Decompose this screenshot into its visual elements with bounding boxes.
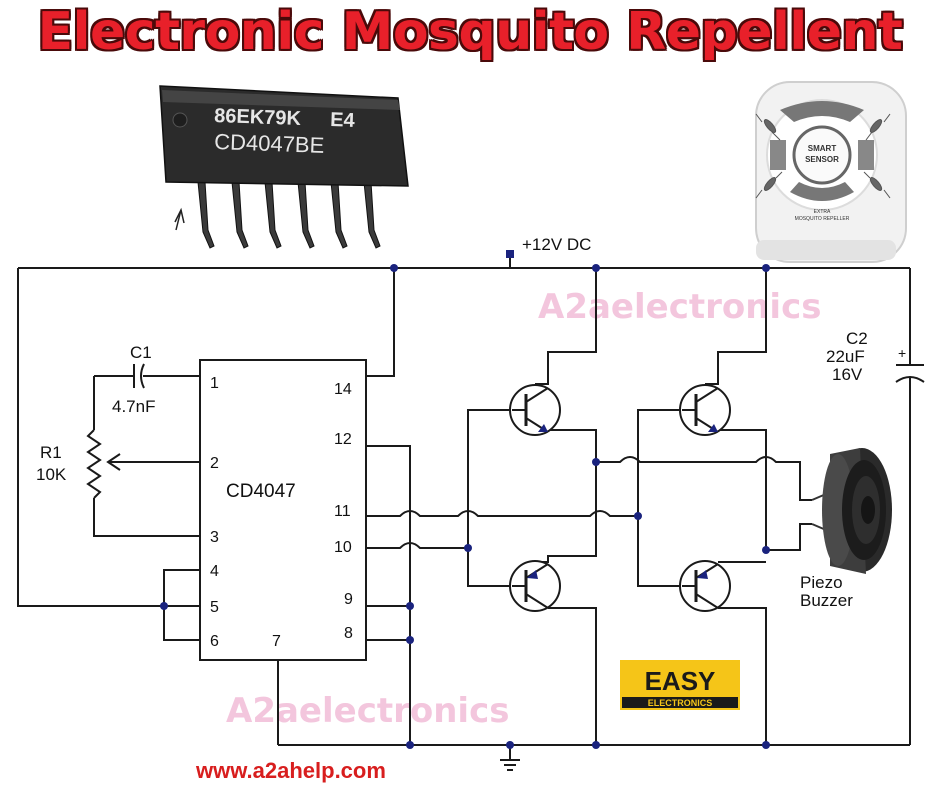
- pin-14-label: 14: [334, 381, 352, 398]
- piezo-buzzer-icon: [811, 448, 892, 574]
- junction-dots: [160, 264, 770, 749]
- easy-electronics-logo: EASY ELECTRONICS: [620, 660, 740, 710]
- supply-label: +12V DC: [522, 235, 591, 254]
- supply-terminal: [506, 250, 514, 258]
- transistor-q1-npn: [509, 384, 561, 436]
- pin-9-label: 9: [344, 591, 353, 608]
- mosquito-icon: [755, 113, 891, 199]
- chip-marking-line1: 86EK79K: [214, 105, 302, 130]
- transistor-q3-npn: [679, 384, 731, 436]
- c2-voltage: 16V: [832, 365, 863, 384]
- buzzer-label-line2: Buzzer: [800, 591, 853, 610]
- ic-chip-photo: 86EK79K E4 CD4047BE: [159, 85, 409, 249]
- chip-marking-suffix: E4: [330, 109, 356, 132]
- c1-name: C1: [130, 343, 152, 362]
- pin-8-label: 8: [344, 625, 353, 642]
- transistor-q4-pnp: [679, 560, 731, 612]
- pin-11-label: 11: [334, 503, 351, 520]
- page-title: Electronic Mosquito Repellent: [37, 2, 903, 62]
- capacitor-c2: +: [895, 345, 925, 383]
- watermark-bottom: A2aelectronics: [226, 691, 509, 731]
- device-sensor-line2: SENSOR: [805, 155, 839, 164]
- potentiometer-r1: [86, 429, 121, 499]
- ground-icon: [500, 759, 520, 771]
- circuit-wires: [17, 258, 911, 760]
- pin-2-label: 2: [210, 455, 219, 472]
- pin-1-label: 1: [210, 375, 219, 392]
- capacitor-c1: [133, 363, 145, 389]
- pin-5-label: 5: [210, 599, 219, 616]
- r1-name: R1: [40, 443, 62, 462]
- ic-label: CD4047: [226, 481, 296, 502]
- c1-value: 4.7nF: [112, 397, 155, 416]
- pin-10-label: 10: [334, 539, 352, 556]
- device-sensor-line1: SMART: [808, 144, 837, 153]
- c2-value: 22uF: [826, 347, 865, 366]
- watermark-top: A2aelectronics: [538, 287, 821, 327]
- buzzer-label-line1: Piezo: [800, 573, 843, 592]
- logo-line2: ELECTRONICS: [648, 698, 713, 708]
- pin-4-label: 4: [210, 563, 219, 580]
- c2-name: C2: [846, 329, 868, 348]
- device-label-line2: MOSQUITO REPELLER: [795, 216, 850, 222]
- chip-marking-line2: CD4047BE: [214, 129, 325, 158]
- pin-3-label: 3: [210, 529, 219, 546]
- transistor-q2-pnp: [509, 560, 561, 612]
- logo-line1: EASY: [645, 666, 716, 696]
- website-link[interactable]: www.a2ahelp.com: [195, 758, 386, 783]
- r1-value: 10K: [36, 465, 67, 484]
- pin-7-label: 7: [272, 633, 281, 650]
- ic-cd4047: [199, 359, 367, 661]
- svg-text:+: +: [898, 345, 906, 361]
- repeller-device-photo: SMART SENSOR EXTRA MOSQUITO REPELLER: [755, 81, 907, 263]
- device-label-line1: EXTRA: [814, 209, 831, 215]
- pin-6-label: 6: [210, 633, 219, 650]
- pin-12-label: 12: [334, 431, 352, 448]
